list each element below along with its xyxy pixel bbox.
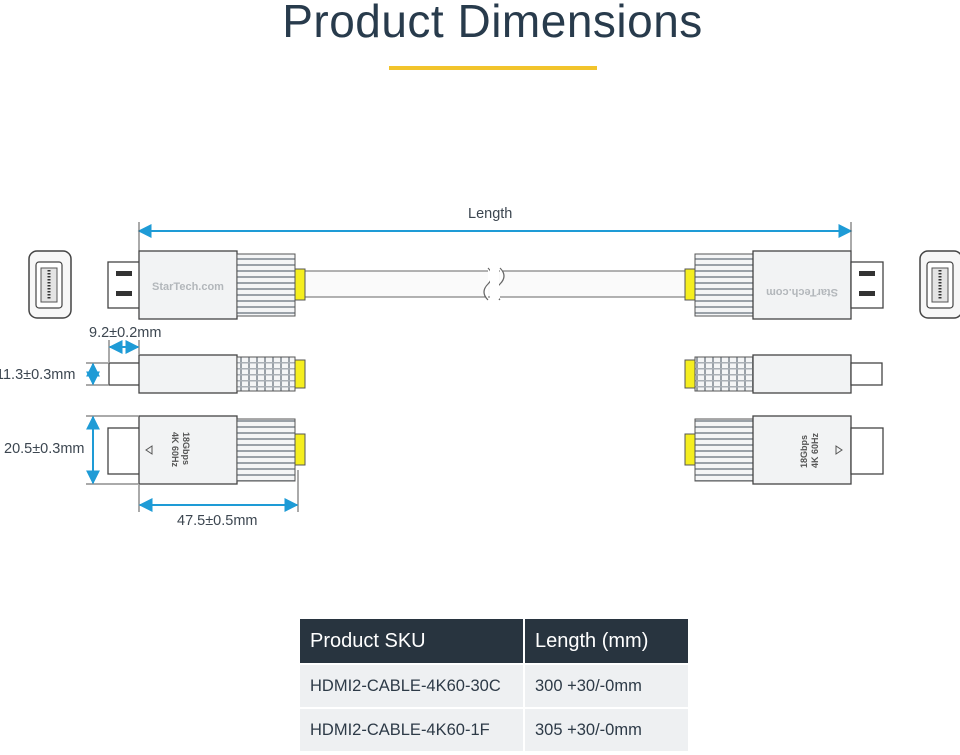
spec-line1-left: 4K 60Hz <box>170 432 180 468</box>
tip-length-label: 9.2±0.2mm <box>89 325 162 341</box>
table-cell-length: 305 +30/-0mm <box>525 709 688 751</box>
hdmi-end-view-right <box>919 250 960 319</box>
tip-height-label: 11.3±0.3mm <box>0 367 76 383</box>
table-row: HDMI2-CABLE-4K60-30C 300 +30/-0mm <box>300 665 688 707</box>
connector-side-left <box>108 354 306 394</box>
spec-line1-right: 4K 60Hz <box>810 432 820 468</box>
table-row: HDMI2-CABLE-4K60-1F 305 +30/-0mm <box>300 709 688 751</box>
connector-top-left <box>107 250 306 320</box>
table-header-length: Length (mm) <box>525 619 688 663</box>
length-label: Length <box>468 206 513 222</box>
cable-break <box>483 267 505 301</box>
brand-label-left: StarTech.com <box>152 281 224 293</box>
hdmi-end-view-left <box>28 250 72 319</box>
page-title: Product Dimensions <box>282 0 703 47</box>
spec-line2-left: 18Gbps <box>181 432 191 465</box>
connector-top-right <box>684 250 884 320</box>
connector-bottom-left <box>107 415 306 485</box>
connector-bottom-right <box>684 415 884 485</box>
table-cell-length: 300 +30/-0mm <box>525 665 688 707</box>
connector-side-right <box>684 354 883 394</box>
cable-dimension-diagram: StarTech.com StarTech.com 4K 60Hz 18Gbps… <box>28 222 960 512</box>
table-header-row: Product SKU Length (mm) <box>300 619 688 663</box>
title-underline <box>389 66 597 70</box>
table-cell-sku: HDMI2-CABLE-4K60-1F <box>300 709 523 751</box>
table-cell-sku: HDMI2-CABLE-4K60-30C <box>300 665 523 707</box>
brand-label-right: StarTech.com <box>766 286 838 298</box>
housing-length-label: 47.5±0.5mm <box>177 513 258 529</box>
spec-line2-right: 18Gbps <box>799 435 809 468</box>
table-header-sku: Product SKU <box>300 619 523 663</box>
housing-height-label: 20.5±0.3mm <box>4 441 85 457</box>
sku-table: Product SKU Length (mm) HDMI2-CABLE-4K60… <box>298 617 690 753</box>
